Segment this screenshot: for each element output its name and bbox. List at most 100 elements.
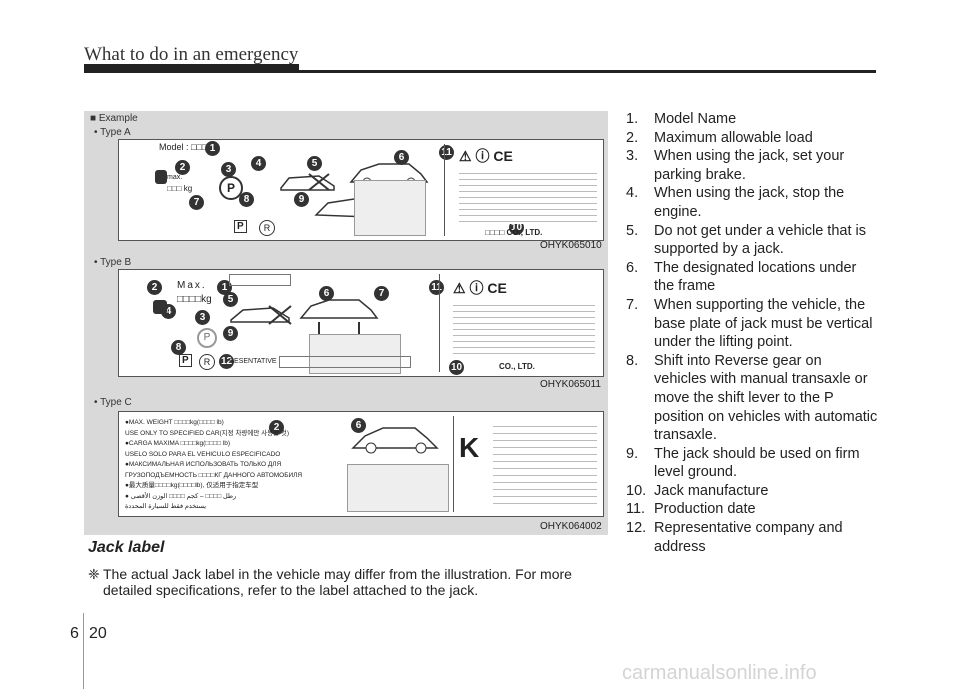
marker-9: 9 bbox=[223, 326, 238, 341]
warning-line: USELO SOLO PARA EL VEHICULO ESPECIFICADO bbox=[125, 450, 281, 458]
jack-label-type-c: 2 6 ●MAX. WEIGHT □□□□kg(□□□□ lb) USE ONL… bbox=[118, 411, 604, 517]
park-p-icon: P bbox=[234, 220, 247, 233]
jack-point-illustration bbox=[347, 464, 449, 512]
jack-label-note: ❈ The actual Jack label in the vehicle m… bbox=[88, 566, 610, 598]
jack-label-legend-list: 1.Model Name 2.Maximum allowable load 3.… bbox=[626, 110, 878, 556]
warning-line: ● رطل □□□□ – كجم □□□□ الوزن الأقصى bbox=[125, 492, 237, 500]
marker-3: 3 bbox=[221, 162, 236, 177]
marker-2: 2 bbox=[269, 420, 284, 435]
jack-point-illustration bbox=[309, 334, 401, 374]
marker-7: 7 bbox=[374, 286, 389, 301]
car-under-jack-icon bbox=[230, 305, 292, 325]
type-c-label: • Type C bbox=[94, 397, 132, 408]
marker-9: 9 bbox=[294, 192, 309, 207]
marker-8: 8 bbox=[239, 192, 254, 207]
marker-12: 12 bbox=[219, 354, 234, 369]
divider bbox=[453, 416, 454, 512]
list-item: 12.Representative company and address bbox=[626, 520, 843, 555]
list-item: 8.Shift into Reverse gear on vehicles wi… bbox=[626, 352, 878, 444]
marker-2: 2 bbox=[175, 160, 190, 175]
footer-vertical-rule bbox=[83, 613, 84, 689]
marker-5: 5 bbox=[307, 156, 322, 171]
marker-1: 1 bbox=[217, 280, 232, 295]
warning-text-block: ●MAX. WEIGHT □□□□kg(□□□□ lb) USE ONLY TO… bbox=[125, 418, 335, 513]
list-item: 3.When using the jack, set your parking … bbox=[626, 148, 845, 183]
marker-3: 3 bbox=[195, 310, 210, 325]
marker-6: 6 bbox=[351, 418, 366, 433]
list-item: 5.Do not get under a vehicle that is sup… bbox=[626, 222, 866, 258]
car-under-jack-icon bbox=[280, 173, 335, 191]
jack-point-illustration bbox=[354, 180, 426, 236]
warning-line: ●CARGA MAXIMA □□□□kg(□□□□ lb) bbox=[125, 440, 231, 447]
warning-line: ●МАКСИМАЛЬНАЯ ИСПОЛЬЗОВАТЬ ТОЛЬКО ДЛЯ bbox=[125, 461, 282, 468]
park-p-icon: P bbox=[179, 354, 192, 367]
car-side-icon bbox=[351, 427, 439, 454]
marker-6: 6 bbox=[394, 150, 409, 165]
marker-8: 8 bbox=[171, 340, 186, 355]
marker-4: 4 bbox=[251, 156, 266, 171]
reverse-r-icon: R bbox=[199, 354, 215, 370]
code-type-c: OHYK064002 bbox=[540, 521, 602, 532]
max-value: □□□ kg bbox=[167, 184, 193, 193]
weight-icon bbox=[153, 300, 167, 314]
company-name: □□□□ CO., LTD. bbox=[485, 228, 543, 237]
list-item: 7.When supporting the vehicle, the base … bbox=[626, 296, 873, 351]
divider bbox=[439, 274, 440, 372]
list-item: 10.Jack manufacture bbox=[626, 482, 769, 499]
warning-line: USE ONLY TO SPECIFIED CAR(지정 차량에만 사용할 것) bbox=[125, 429, 290, 437]
parking-brake-icon: P bbox=[219, 176, 243, 200]
max-value: □□□□kg bbox=[177, 294, 212, 305]
jack-label-type-a: Model : □□□ 1 2 3 4 5 6 7 8 9 11 10 max.… bbox=[118, 139, 604, 241]
max-label: max. bbox=[167, 174, 183, 181]
type-a-label: • Type A bbox=[94, 127, 131, 138]
car-lift-points-icon bbox=[299, 299, 379, 336]
example-label: ■ Example bbox=[90, 113, 138, 124]
kc-mark-icon: K bbox=[459, 432, 480, 463]
weight-icon bbox=[155, 170, 167, 184]
watermark: carmanualsonline.info bbox=[622, 662, 817, 684]
list-item: 6.The designated locations under the fra… bbox=[626, 259, 857, 295]
reverse-r-icon: R bbox=[259, 220, 275, 236]
divider bbox=[444, 144, 445, 236]
header-tab-bar bbox=[84, 64, 299, 70]
list-item: 1.Model Name bbox=[626, 111, 737, 127]
warning-line: ●最大质量□□□□kg(□□□□lb), 仅适用于指定车型 bbox=[125, 482, 259, 489]
specification-table bbox=[459, 168, 597, 224]
marker-6: 6 bbox=[319, 286, 334, 301]
model-box bbox=[229, 274, 291, 286]
marker-11: 11 bbox=[439, 145, 454, 160]
representative-label: RESENTATIVE bbox=[229, 358, 277, 365]
jack-label-type-b: 2 1 4 3 5 6 7 9 8 12 11 10 Max. □□□□kg R… bbox=[118, 269, 604, 377]
section-number: 6 bbox=[70, 625, 79, 642]
warning-line: ●MAX. WEIGHT □□□□kg(□□□□ lb) bbox=[125, 419, 224, 426]
jack-label-figure: ■ Example • Type A Model : □□□ 1 2 3 4 5… bbox=[84, 111, 608, 535]
marker-11: 11 bbox=[429, 280, 444, 295]
list-item: 4.When using the jack, stop the engine. bbox=[626, 185, 845, 220]
specification-table bbox=[453, 300, 595, 354]
marker-1: 1 bbox=[205, 141, 220, 156]
code-type-a: OHYK065010 bbox=[540, 240, 602, 251]
max-label: Max. bbox=[177, 280, 207, 291]
list-item: 2.Maximum allowable load bbox=[626, 129, 813, 146]
note-symbol: ❈ bbox=[88, 566, 100, 582]
header-rule bbox=[84, 70, 876, 73]
marker-5: 5 bbox=[223, 292, 238, 307]
parking-brake-icon: P bbox=[197, 328, 217, 348]
certification-marks: ⚠ ⓘ CE bbox=[459, 148, 513, 164]
warning-line: يستخدم فقط للسيارة المحددة bbox=[125, 503, 207, 510]
marker-2: 2 bbox=[147, 280, 162, 295]
page-number: 20 bbox=[89, 625, 107, 642]
marker-10: 10 bbox=[449, 360, 464, 375]
address-box bbox=[279, 356, 411, 368]
jack-label-title: Jack label bbox=[88, 539, 165, 556]
model-label: Model : □□□ bbox=[159, 142, 208, 152]
marker-7: 7 bbox=[189, 195, 204, 210]
code-type-b: OHYK065011 bbox=[540, 379, 601, 390]
list-item: 9.The jack should be used on firm level … bbox=[626, 445, 860, 481]
list-item: 11.Production date bbox=[626, 501, 756, 518]
page-header-title: What to do in an emergency bbox=[84, 44, 299, 65]
warning-line: ГРУЗОПОДЪЕМНОСТЬ □□□□КГ ДАННОГО АВТОМОБИ… bbox=[125, 471, 303, 479]
specification-table bbox=[493, 420, 597, 506]
note-text: The actual Jack label in the vehicle may… bbox=[103, 566, 572, 598]
company-name: CO., LTD. bbox=[499, 362, 535, 371]
